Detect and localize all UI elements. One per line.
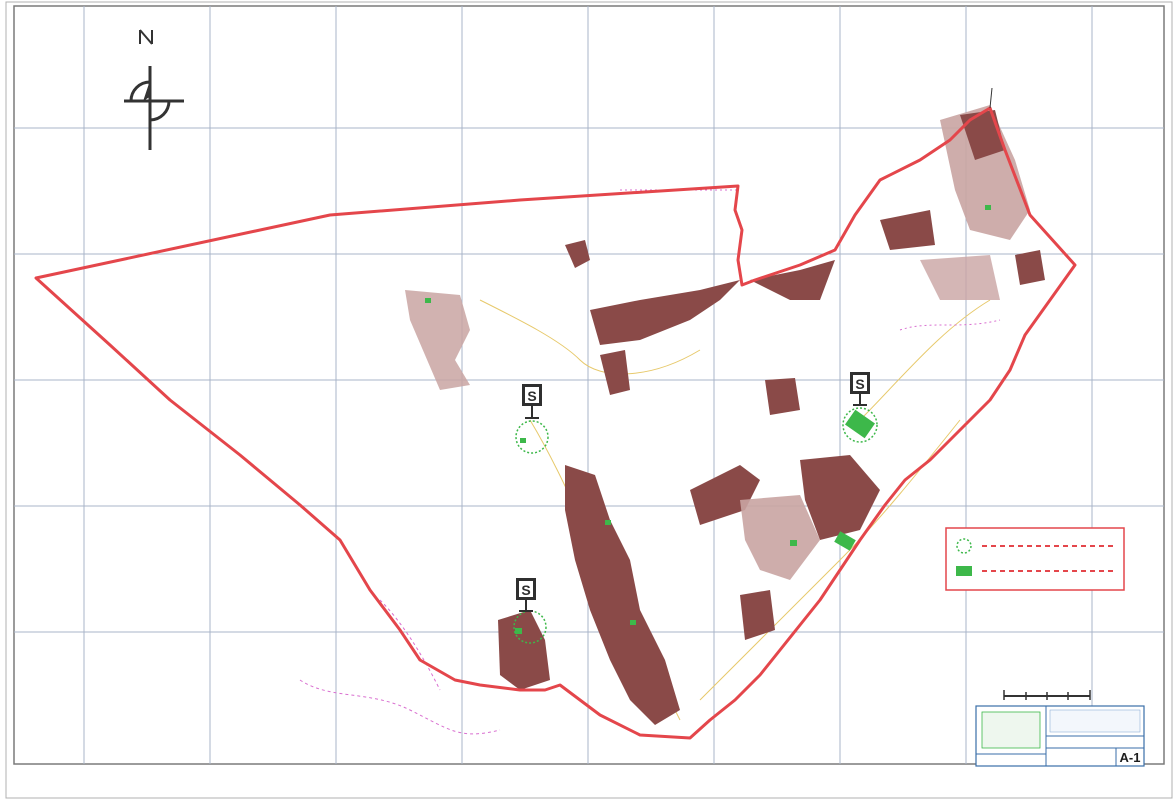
green-area (630, 620, 636, 625)
school-marker-letter: S (521, 582, 530, 598)
green-area (605, 520, 611, 525)
green-area (790, 540, 797, 546)
urban-area (600, 350, 630, 395)
urban-area (765, 378, 800, 415)
legend-frame (945, 527, 1125, 591)
boundary-extension (989, 87, 993, 109)
school-marker-letter: S (855, 376, 864, 392)
title-block-project-panel (1049, 709, 1141, 733)
sheet-number: A-1 (1120, 750, 1141, 765)
school-marker[interactable]: S (516, 578, 536, 612)
influence-circle (842, 407, 878, 443)
school-marker[interactable]: S (850, 372, 870, 406)
green-area (520, 438, 526, 443)
title-block: A-1 (975, 705, 1145, 767)
green-area (425, 298, 431, 303)
legend-influence-circle-symbol (956, 538, 972, 554)
scale-bar (1003, 690, 1091, 700)
urban-area (940, 105, 1030, 240)
green-areas (425, 205, 991, 634)
urban-area (1015, 250, 1045, 285)
municipal-boundary (34, 106, 1077, 740)
urban-area (565, 465, 680, 725)
influence-circles (513, 407, 878, 644)
urban-area (405, 290, 470, 390)
urban-area (750, 260, 835, 300)
urban-area (740, 495, 820, 580)
green-area (834, 531, 856, 551)
urban-area (920, 255, 1000, 300)
influence-circle (513, 610, 547, 644)
school-marker-inner (853, 375, 867, 391)
green-area (515, 628, 522, 634)
urban-area (740, 590, 775, 640)
urban-area (880, 210, 935, 250)
map-frame (13, 5, 1165, 765)
urban-areas (405, 105, 1045, 725)
green-area (985, 205, 991, 210)
urban-area (590, 280, 740, 345)
legend (945, 527, 1125, 591)
green-area (845, 409, 875, 439)
school-marker-inner (519, 581, 533, 597)
north-arrow-icon (124, 29, 184, 150)
school-marker-letter: S (527, 388, 536, 404)
sheet-border (5, 1, 1173, 799)
urban-area (498, 610, 550, 690)
legend-green-area-symbol (956, 566, 972, 576)
urban-area (800, 455, 880, 540)
school-marker[interactable]: S (522, 384, 542, 419)
school-marker-inner (525, 387, 539, 403)
urban-area (565, 240, 590, 268)
influence-circle (515, 420, 549, 454)
title-block-logo-panel (981, 711, 1041, 749)
